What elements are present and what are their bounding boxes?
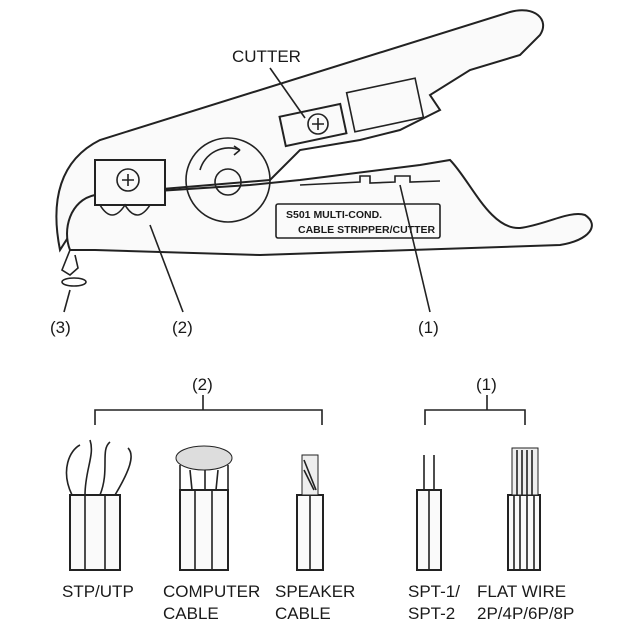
blade-block-left	[94, 159, 166, 206]
cable-label-spt-1: SPT-1/	[408, 582, 460, 601]
cable-label-stp-utp: STP/UTP	[62, 582, 134, 601]
group-1-label: (1)	[476, 375, 497, 394]
plate-line-2: CABLE STRIPPER/CUTTER	[298, 224, 436, 236]
callout-3: (3)	[50, 318, 71, 337]
screw-icon	[116, 168, 140, 192]
cable-label-speaker-2: CABLE	[275, 604, 331, 623]
cutter-label: CUTTER	[232, 47, 301, 66]
cable-label-spt-2: SPT-2	[408, 604, 455, 623]
notch-2	[99, 203, 151, 216]
cable-computer	[175, 445, 233, 571]
cable-spt	[416, 455, 442, 571]
cable-label-computer-1: COMPUTER	[163, 582, 260, 601]
callout-2: (2)	[172, 318, 193, 337]
group-2-label: (2)	[192, 375, 213, 394]
adjust-wheel	[185, 137, 271, 223]
callout-1: (1)	[418, 318, 439, 337]
lower-jaw	[66, 158, 593, 257]
model-plate	[275, 203, 441, 239]
cable-label-computer-2: CABLE	[163, 604, 219, 623]
cable-stp-utp	[65, 439, 132, 571]
plate-line-1: S501 MULTI-COND.	[286, 209, 382, 221]
cable-label-speaker-1: SPEAKER	[275, 582, 355, 601]
cable-label-flat-2: 2P/4P/6P/8P	[477, 604, 574, 623]
stripper-tool: S501 MULTI-COND. CABLE STRIPPER/CUTTER	[55, 9, 593, 287]
cable-flat-wire	[507, 447, 541, 571]
cable-speaker	[296, 454, 324, 571]
lock-pin	[61, 249, 79, 276]
cutter-screw-icon	[307, 113, 329, 135]
cutter-block	[278, 102, 348, 148]
cable-label-flat-1: FLAT WIRE	[477, 582, 566, 601]
